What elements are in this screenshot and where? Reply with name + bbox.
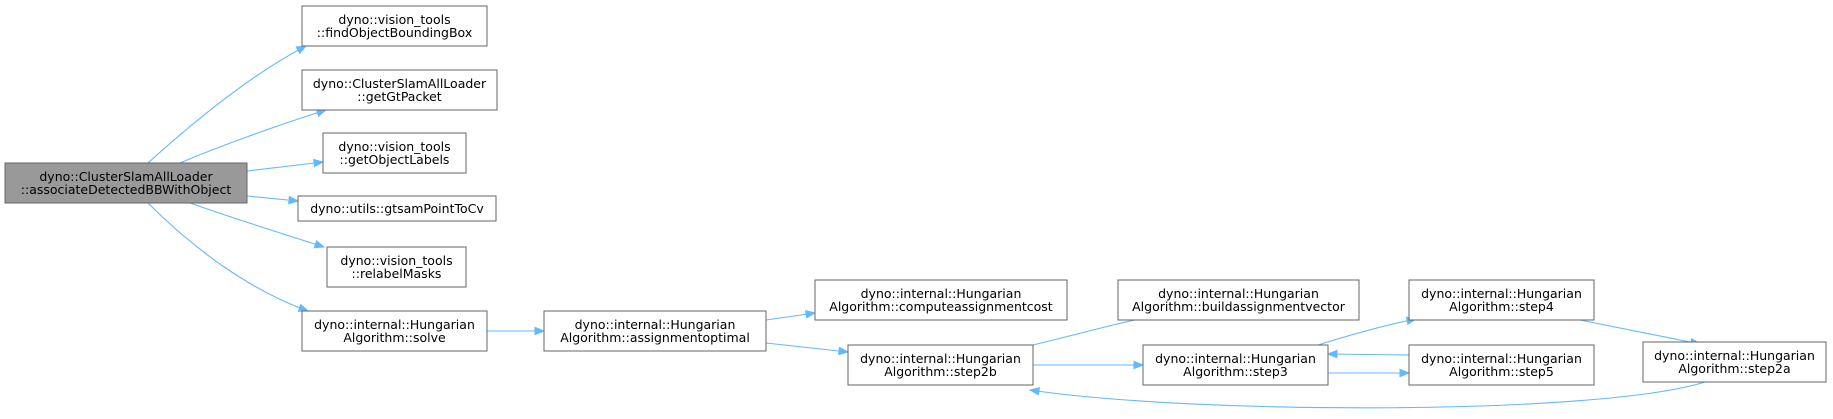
node-box (1642, 341, 1827, 383)
node-gptc[interactable]: dyno::utils::gtsamPointToCv (297, 195, 497, 222)
edge-line (1579, 319, 1701, 345)
edge-s2b-to-s3 (1033, 360, 1145, 370)
arrowhead-icon (295, 45, 308, 55)
node-aopt[interactable]: dyno::internal::HungarianAlgorithm::assi… (543, 310, 767, 352)
edge-root-to-gol (246, 158, 325, 172)
edge-layer (147, 45, 1706, 409)
node-ggp[interactable]: dyno::ClusterSlamAllLoader::getGtPacket (301, 69, 498, 111)
node-label-line: dyno::internal::Hungarian (1421, 351, 1582, 366)
arrowhead-icon (1028, 387, 1041, 396)
node-label-line: dyno::internal::Hungarian (314, 317, 475, 332)
edge-s5-to-s3 (1326, 349, 1410, 359)
node-label-line: ::getObjectLabels (340, 152, 450, 167)
edge-line (147, 202, 309, 312)
node-box (1408, 344, 1595, 386)
node-label-line: dyno::internal::Hungarian (860, 351, 1021, 366)
arrowhead-icon (313, 239, 326, 249)
node-root[interactable]: dyno::ClusterSlamAllLoader::associateDet… (4, 162, 248, 204)
node-label-line: dyno::internal::Hungarian (1654, 348, 1815, 363)
node-label-line: Algorithm::computeassignmentcost (829, 299, 1053, 314)
node-box (326, 246, 467, 288)
node-label-line: dyno::vision_tools (338, 12, 450, 27)
node-bav[interactable]: dyno::internal::HungarianAlgorithm::buil… (1117, 279, 1360, 321)
node-label-line: dyno::utils::gtsamPointToCv (310, 201, 484, 216)
edge-aopt-to-cac (765, 310, 817, 321)
edge-root-to-gptc (246, 195, 300, 205)
edge-s3-to-s5 (1328, 368, 1411, 378)
node-label-line: ::relabelMasks (352, 266, 442, 281)
arrowhead-icon (313, 158, 325, 168)
arrowhead-icon (288, 195, 300, 205)
node-label-line: Algorithm::step4 (1449, 299, 1554, 314)
node-label-line: Algorithm::buildassignmentvector (1132, 299, 1346, 314)
node-box (301, 310, 488, 352)
edge-line (1029, 381, 1706, 409)
node-box (1142, 344, 1329, 386)
node-box (297, 195, 497, 222)
arrowhead-icon (838, 346, 850, 356)
node-label-line: dyno::internal::Hungarian (1155, 351, 1316, 366)
node-label-line: ::getGtPacket (357, 89, 442, 104)
node-label-line: Algorithm::assignmentoptimal (560, 330, 750, 345)
node-box (847, 344, 1034, 386)
node-label-line: dyno::internal::Hungarian (1421, 286, 1582, 301)
node-s2b[interactable]: dyno::internal::HungarianAlgorithm::step… (847, 344, 1034, 386)
edge-line (1327, 353, 1410, 356)
edge-line (189, 202, 325, 248)
node-label-line: Algorithm::step3 (1183, 364, 1288, 379)
node-box (322, 132, 467, 174)
edge-aopt-to-s2b (765, 342, 850, 356)
node-relm[interactable]: dyno::vision_tools::relabelMasks (326, 246, 467, 288)
node-label-line: dyno::internal::Hungarian (861, 286, 1022, 301)
node-box (301, 69, 498, 111)
edge-line (147, 45, 307, 164)
node-layer: dyno::ClusterSlamAllLoader::associateDet… (4, 5, 1827, 386)
node-box (814, 279, 1068, 321)
edge-root-to-relm (189, 202, 326, 249)
node-label-line: dyno::internal::Hungarian (575, 317, 736, 332)
edge-s2a-to-s2b (1028, 381, 1706, 409)
edge-line (765, 342, 849, 353)
node-label-line: dyno::ClusterSlamAllLoader (39, 169, 213, 184)
node-gol[interactable]: dyno::vision_tools::getObjectLabels (322, 132, 467, 174)
node-solve[interactable]: dyno::internal::HungarianAlgorithm::solv… (301, 310, 488, 352)
arrowhead-icon (1133, 360, 1145, 370)
node-s4[interactable]: dyno::internal::HungarianAlgorithm::step… (1408, 279, 1595, 321)
arrowhead-icon (1326, 349, 1338, 359)
edge-s3-to-s4 (1317, 316, 1418, 346)
node-box (4, 162, 248, 204)
edge-line (246, 161, 324, 172)
node-box (543, 310, 767, 352)
node-label-line: Algorithm::step5 (1449, 364, 1554, 379)
edge-line (179, 109, 327, 164)
arrowhead-icon (1399, 368, 1411, 378)
arrowhead-icon (297, 303, 310, 312)
edge-root-to-fobb (147, 45, 308, 164)
node-label-line: Algorithm::step2a (1678, 361, 1790, 376)
node-label-line: dyno::ClusterSlamAllLoader (313, 76, 487, 91)
node-label-line: Algorithm::solve (343, 330, 446, 345)
node-label-line: dyno::internal::Hungarian (1158, 286, 1319, 301)
edge-root-to-solve (147, 202, 310, 312)
arrowhead-icon (534, 326, 546, 336)
node-label-line: ::associateDetectedBBWithObject (21, 182, 232, 197)
node-label-line: dyno::vision_tools (340, 253, 452, 268)
arrowhead-icon (804, 310, 817, 319)
node-fobb[interactable]: dyno::vision_tools::findObjectBoundingBo… (301, 5, 488, 47)
node-cac[interactable]: dyno::internal::HungarianAlgorithm::comp… (814, 279, 1068, 321)
node-s2a[interactable]: dyno::internal::HungarianAlgorithm::step… (1642, 341, 1827, 383)
node-label-line: dyno::vision_tools (338, 139, 450, 154)
node-box (301, 5, 488, 47)
node-s5[interactable]: dyno::internal::HungarianAlgorithm::step… (1408, 344, 1595, 386)
edge-solve-to-aopt (487, 326, 546, 336)
node-s3[interactable]: dyno::internal::HungarianAlgorithm::step… (1142, 344, 1329, 386)
node-box (1117, 279, 1360, 321)
node-label-line: ::findObjectBoundingBox (317, 25, 472, 40)
node-label-line: Algorithm::step2b (884, 364, 997, 379)
node-box (1408, 279, 1595, 321)
edge-line (1317, 318, 1417, 346)
